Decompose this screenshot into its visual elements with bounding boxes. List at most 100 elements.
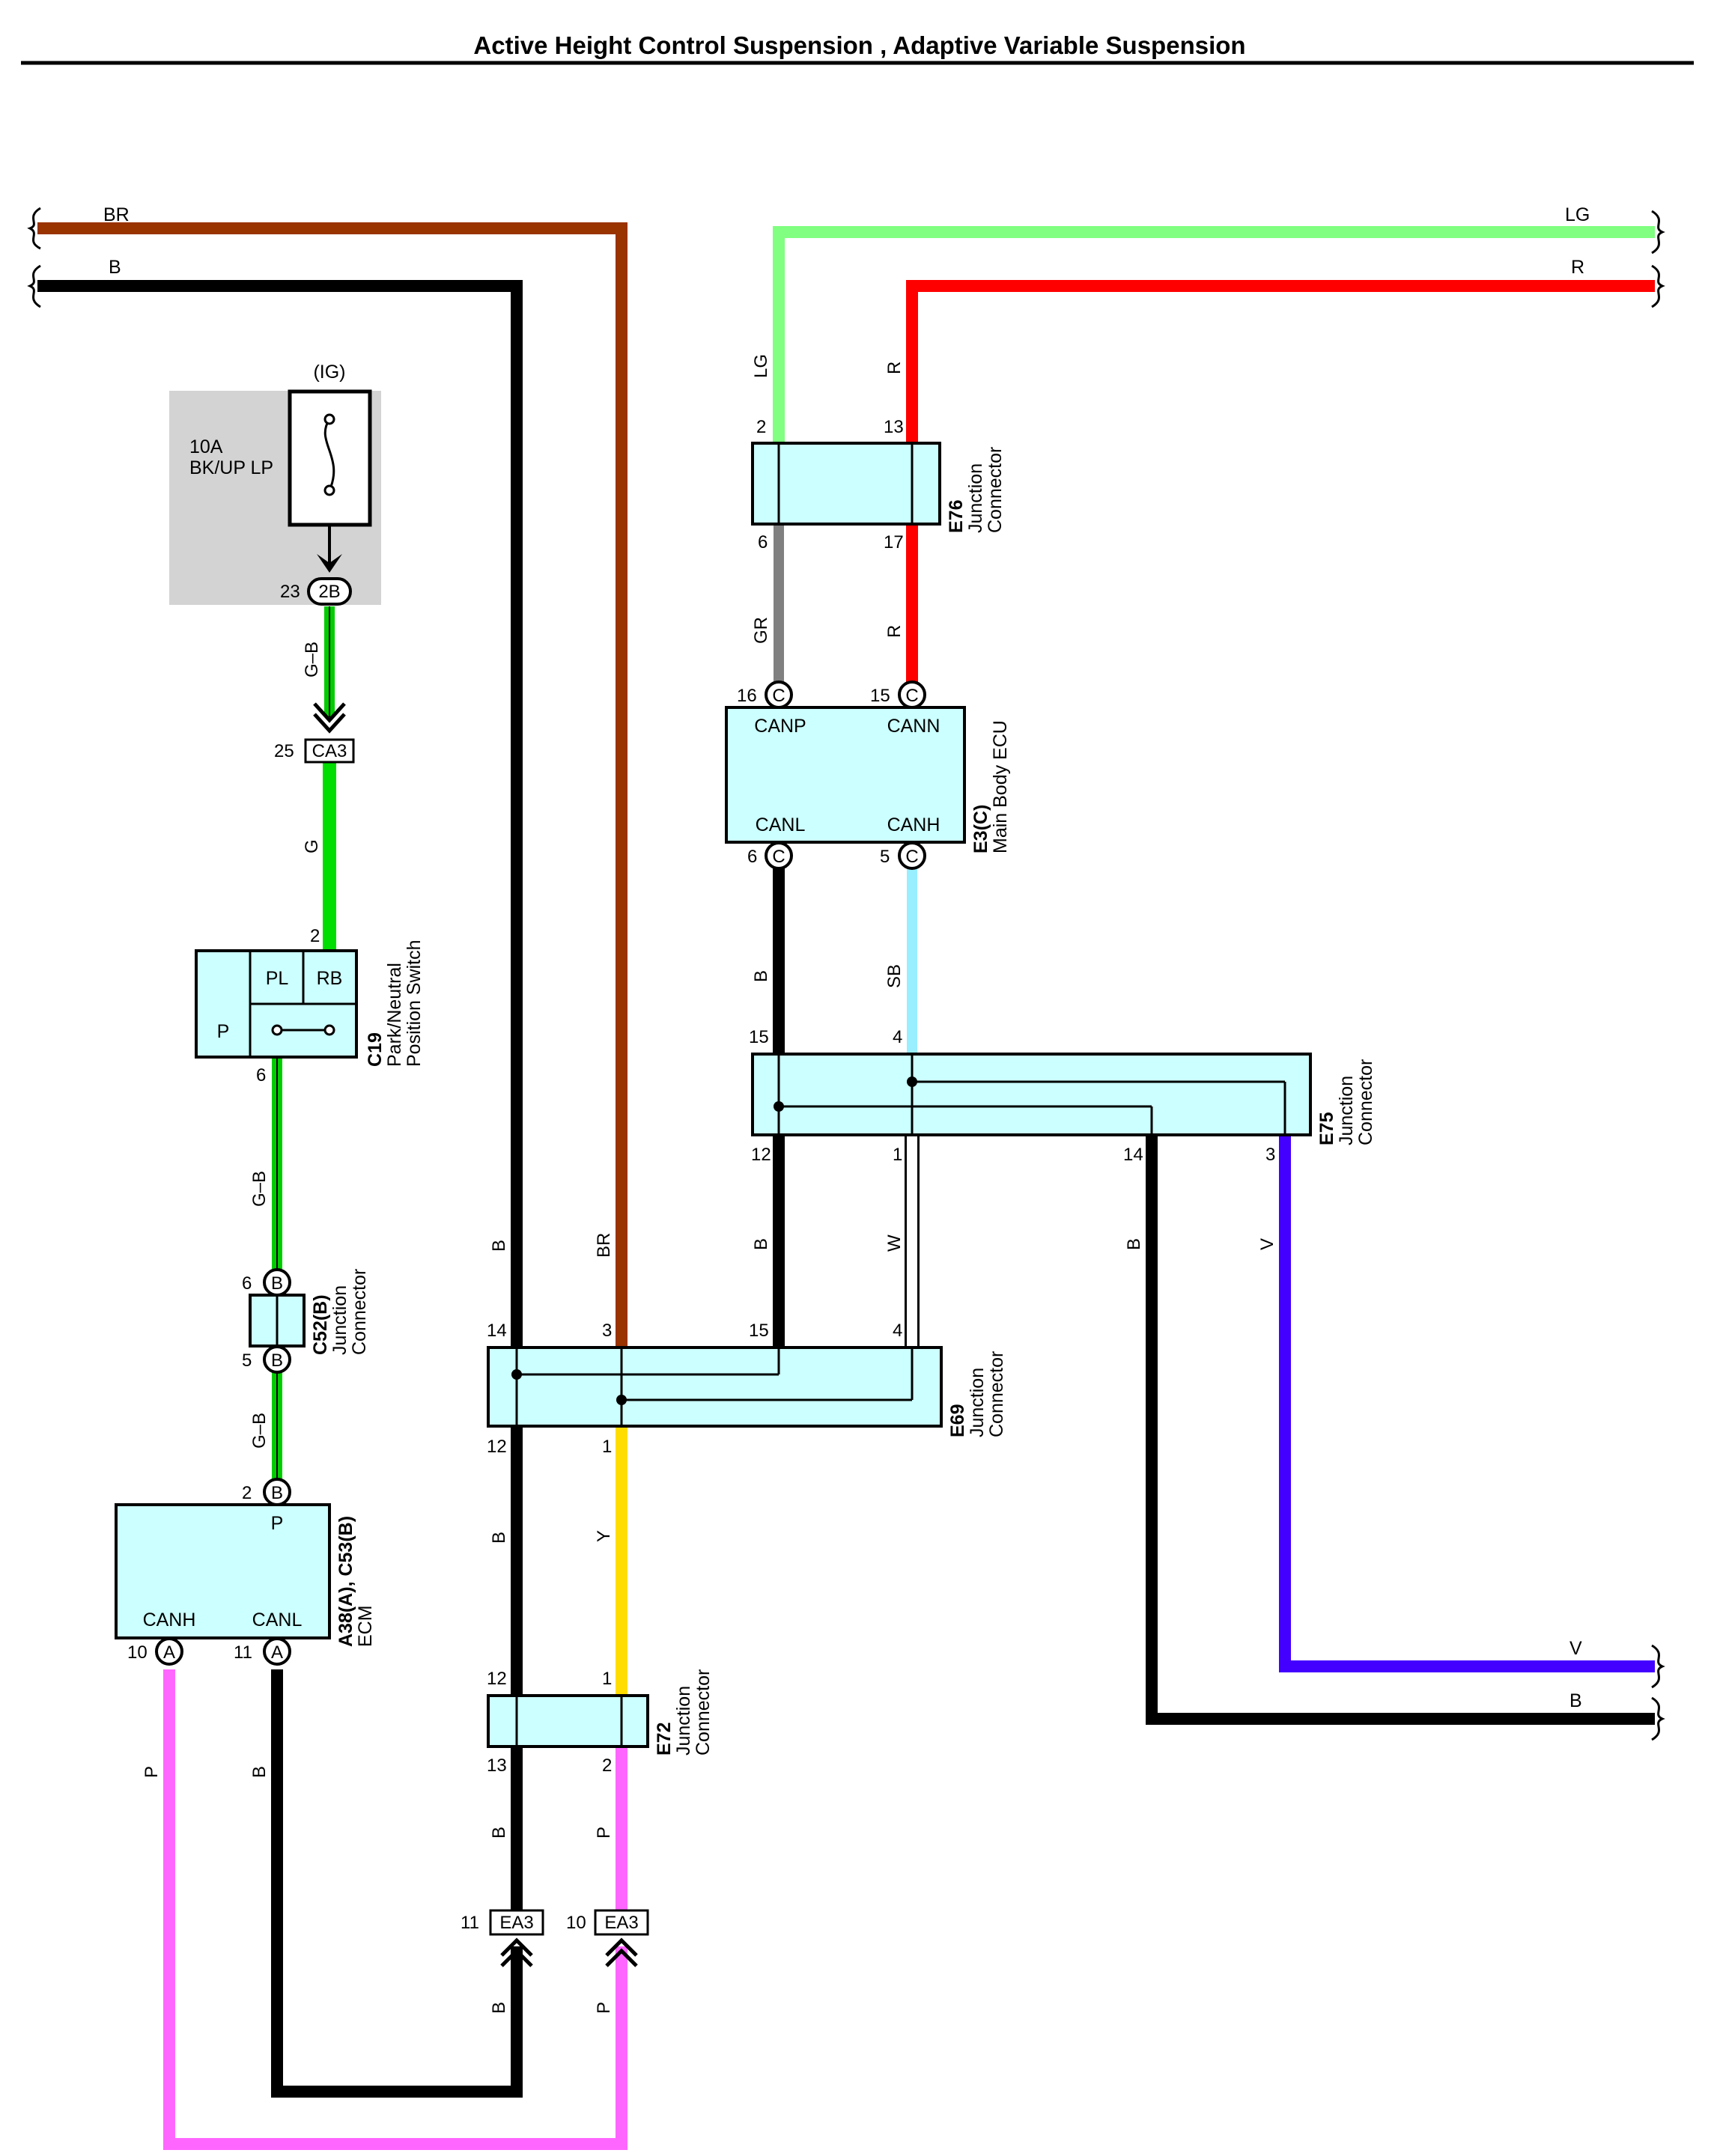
ecu-ring-c-15: C — [905, 686, 918, 706]
pin-6-c52: 6 — [242, 1273, 252, 1294]
fuse-amp: 10A — [189, 436, 223, 457]
wire-lg — [773, 226, 1655, 443]
c52-ring-b-bottom: B — [271, 1350, 283, 1371]
wire-label-b-top: B — [109, 257, 121, 278]
pin-15-e69: 15 — [749, 1321, 769, 1341]
fuse-icon — [323, 418, 335, 491]
ecu-desc: Main Body ECU — [990, 720, 1011, 853]
ecu-code: E3(C) — [970, 805, 991, 853]
wire-b-loop — [271, 1669, 523, 2098]
pin-6-e76: 6 — [758, 532, 768, 552]
ecm-ring-b: B — [271, 1483, 283, 1503]
pin-15-e75: 15 — [749, 1027, 769, 1047]
c19-park-neutral-switch — [195, 949, 358, 1059]
wire-v — [1279, 1136, 1655, 1672]
wire-label-gr: GR — [751, 617, 771, 644]
e69-desc2: Connector — [986, 1351, 1007, 1437]
e75-junction-connector — [751, 1053, 1312, 1136]
connector-ca3 — [304, 738, 355, 764]
e72-junction-connector — [487, 1694, 649, 1748]
chevron-up-icon — [605, 1937, 638, 1967]
wire-label-y: Y — [594, 1530, 614, 1542]
e75-desc2: Connector — [1355, 1059, 1376, 1145]
wire-label-lg-v: LG — [751, 354, 771, 378]
ecu-ring-c-6: C — [772, 847, 785, 867]
ecm-desc: ECM — [355, 1605, 376, 1647]
arrow-down-icon — [317, 554, 342, 573]
wire-label-b-e69: B — [489, 1532, 509, 1544]
e76-desc2: Connector — [985, 447, 1006, 533]
wire-label-b-right: B — [1569, 1690, 1582, 1711]
c19-desc1: Park/Neutral — [384, 963, 405, 1067]
wire-label-br-top: BR — [103, 204, 130, 225]
ecm-code: A38(A), C53(B) — [335, 1516, 356, 1647]
e75-code: E75 — [1316, 1112, 1337, 1145]
ecm-ring-a-11: A — [271, 1642, 283, 1663]
chevron-down-icon — [313, 702, 346, 734]
c52-desc2: Connector — [349, 1269, 370, 1355]
ecm-canl: CANL — [252, 1610, 303, 1630]
wire-label-p-e72: P — [594, 1827, 614, 1839]
pin-1-e75: 1 — [893, 1145, 902, 1165]
wire-b-right — [1146, 1136, 1655, 1725]
connector-ea3-10-label: EA3 — [604, 1913, 638, 1933]
pin-10-ecm: 10 — [127, 1642, 148, 1663]
pin-10-ea3: 10 — [566, 1913, 586, 1933]
connector-ea3-11-label: EA3 — [499, 1913, 533, 1933]
wire-label-b-bot: B — [489, 2002, 509, 2014]
pin-4-e75: 4 — [893, 1027, 902, 1047]
e76-desc1: Junction — [965, 463, 986, 533]
pin-1-e72: 1 — [602, 1669, 612, 1689]
wire-label-sb: SB — [884, 964, 905, 988]
e76-code: E76 — [946, 500, 967, 533]
e75-desc1: Junction — [1336, 1076, 1357, 1145]
wire-label-b-e75c: B — [1124, 1238, 1144, 1250]
e69-junction-connector — [487, 1346, 943, 1428]
pin-16: 16 — [737, 686, 757, 706]
ecu-canp: CANP — [754, 716, 806, 737]
wire-br-top — [37, 222, 627, 1348]
pin-2-c19: 2 — [310, 926, 320, 946]
ecm-p: P — [271, 1513, 284, 1534]
ecu-cann: CANN — [887, 716, 940, 737]
fuse-name: BK/UP LP — [189, 457, 273, 478]
connector-ea3-10 — [594, 1909, 649, 1936]
wire-label-r-v: R — [884, 362, 905, 374]
wire-label-lg-top: LG — [1565, 204, 1590, 225]
pin-2-e72: 2 — [602, 1755, 612, 1776]
pin-5-ecu: 5 — [880, 847, 890, 867]
break-mark-left-top — [27, 207, 41, 250]
pin-3-e75: 3 — [1265, 1145, 1275, 1165]
pin-2-e76: 2 — [756, 417, 766, 437]
wire-r — [906, 280, 1655, 443]
ecu-canl: CANL — [756, 814, 806, 835]
pin-14-e69: 14 — [487, 1321, 507, 1341]
e72-desc1: Junction — [673, 1686, 694, 1755]
wire-label-br-mid: BR — [594, 1233, 614, 1258]
pin-4-e69: 4 — [893, 1321, 902, 1341]
break-mark-right-lg — [1651, 210, 1665, 255]
wire-label-v-right: V — [1569, 1638, 1582, 1659]
wire-label-p-left: P — [142, 1766, 162, 1778]
break-mark-right-r — [1651, 264, 1665, 308]
page-title: Active Height Control Suspension , Adapt… — [473, 31, 1245, 59]
ecu-ring-c-5: C — [905, 847, 918, 867]
wire-b-top — [37, 280, 523, 1348]
wire-label-g: G — [302, 839, 322, 853]
wire-label-r-top: R — [1571, 257, 1584, 278]
wire-label-gb-2: G–B — [249, 1171, 270, 1207]
e72-code: E72 — [654, 1723, 675, 1755]
pin-17-e76: 17 — [884, 532, 904, 552]
connector-2b — [307, 577, 352, 606]
break-marks — [27, 207, 1665, 1741]
pin-3-e69: 3 — [602, 1321, 612, 1341]
ecm-ring-a-10: A — [163, 1642, 175, 1663]
fuse-terminal-top — [323, 413, 335, 425]
ecu-canh: CANH — [887, 814, 940, 835]
e69-code: E69 — [947, 1404, 968, 1437]
c52-code: C52(B) — [310, 1294, 331, 1355]
connector-2b-label: 2B — [318, 582, 340, 602]
wire-label-b-mid: B — [489, 1240, 509, 1252]
pin-2-ecm: 2 — [242, 1483, 252, 1503]
